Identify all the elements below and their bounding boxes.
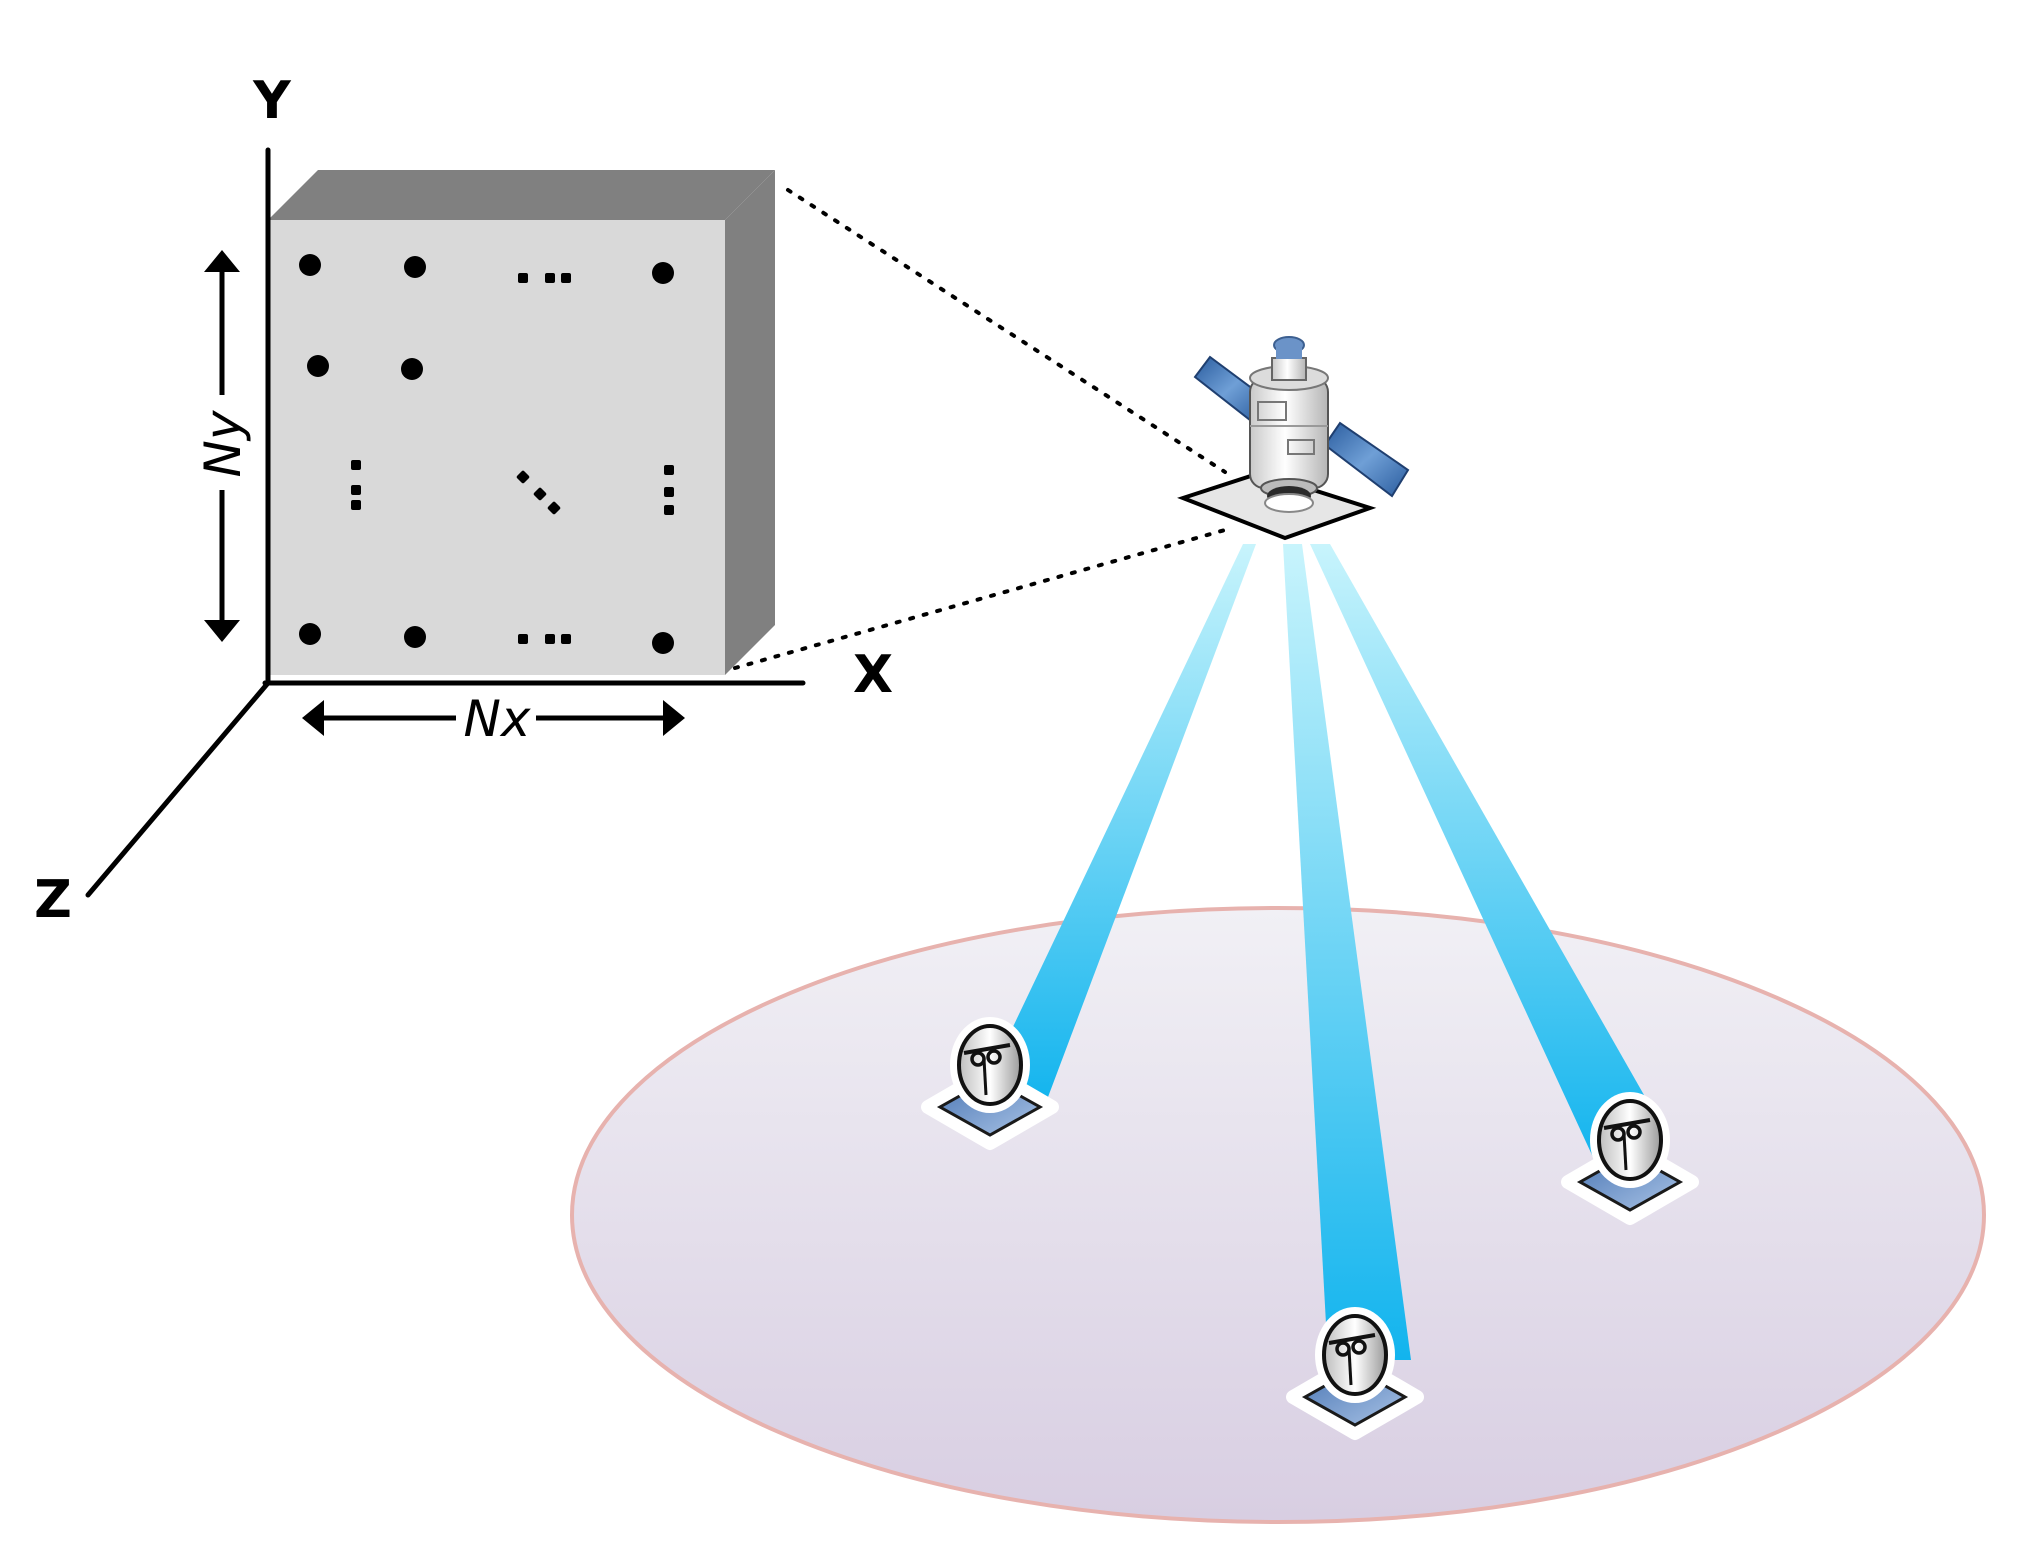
ellipsis-dots [351,273,674,644]
beam-left [990,544,1256,1105]
dimension-label-ny: Ny [194,409,252,477]
antenna-element [299,623,321,645]
dimension-arrow-nx [302,700,685,736]
beams [990,544,1664,1360]
solar-panel-right [1323,421,1410,498]
axis-x-label: X [853,645,893,705]
antenna-elements [299,254,674,654]
antenna-array-panel [268,170,775,675]
antenna-element [404,256,426,278]
antenna-element [652,262,674,284]
beam-bottom [1283,544,1411,1360]
antenna-element [299,254,321,276]
antenna-element [401,358,423,380]
coordinate-axes [85,147,806,898]
axis-z-label: Z [34,870,72,930]
antenna-element [404,626,426,648]
axis-y-label: Y [252,71,292,131]
panel-top-face [268,170,775,220]
dimension-arrow-ny [204,250,240,642]
antenna-element [307,355,329,377]
coverage-area [570,906,1986,1524]
axis-z-line [85,680,271,898]
projection-line-bottom [733,526,1234,670]
satellite-icon [1177,336,1410,541]
panel-front-face [268,220,725,675]
projection-lines [733,188,1234,670]
satellite-body [1249,377,1329,489]
dimension-label-nx: Nx [464,690,531,748]
beam-right [1310,544,1664,1168]
antenna-element [652,632,674,654]
projection-line-top [786,188,1227,474]
panel-side-face [725,170,775,675]
